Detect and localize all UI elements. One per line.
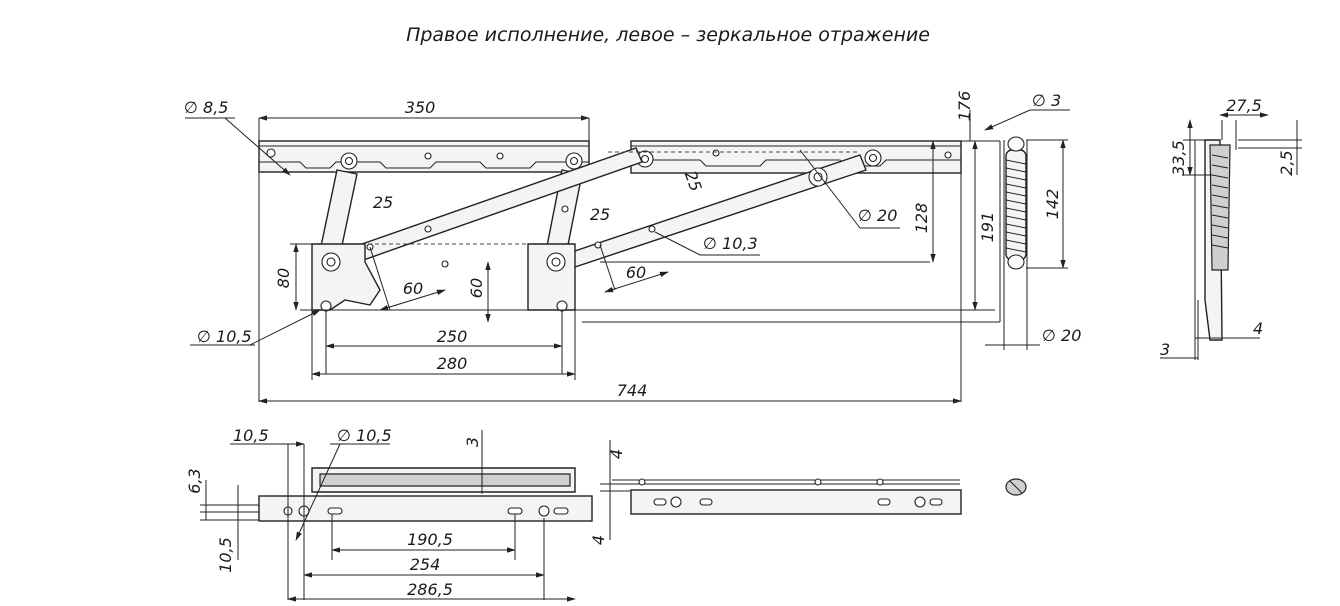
dim-6-3: 6,3 (185, 468, 204, 493)
dim-3-bottom: 3 (463, 437, 482, 447)
drawing-title: Правое исполнение, левое – зеркальное от… (406, 24, 930, 46)
dim-60-left: 60 (403, 279, 423, 298)
dim-10-5-vert: 10,5 (216, 537, 235, 573)
dim-350: 350 (405, 98, 436, 117)
dim-60-vert: 60 (467, 278, 486, 298)
dim-254: 254 (410, 555, 441, 574)
dim-3-side: 3 (1160, 340, 1170, 359)
dim-d-10-5-bottom: ∅ 10,5 (337, 426, 392, 445)
dim-191: 191 (978, 212, 997, 243)
dim-280: 280 (437, 354, 468, 373)
dim-128: 128 (912, 203, 931, 234)
dim-4-side: 4 (1253, 319, 1263, 338)
dim-d-20-mid: ∅ 20 (858, 206, 897, 225)
dimension-labels: ∅ 8,5 350 176 ∅ 3 27,5 33,5 2,5 25 25 25… (184, 91, 1296, 599)
dim-d-3: ∅ 3 (1032, 91, 1061, 110)
dim-10-5-bottom: 10,5 (233, 426, 269, 445)
dim-27-5: 27,5 (1226, 96, 1262, 115)
dim-744: 744 (617, 381, 648, 400)
spring (999, 136, 1068, 350)
bottom-view (200, 444, 1027, 600)
front-view (258, 110, 1000, 402)
dim-d-10-5-top: ∅ 10,5 (197, 327, 252, 346)
dim-33-5: 33,5 (1169, 140, 1188, 176)
dim-80: 80 (274, 268, 293, 288)
dim-176: 176 (955, 91, 974, 122)
dim-d-8-5: ∅ 8,5 (184, 98, 228, 117)
dim-4-bottom: 4 (589, 535, 608, 545)
dim-25-left: 25 (373, 193, 393, 212)
dim-25-mid: 25 (590, 205, 610, 224)
arm-left (319, 169, 358, 256)
dimension-lines (185, 109, 1298, 602)
dim-286-5: 286,5 (407, 580, 453, 599)
dim-250: 250 (437, 327, 468, 346)
dim-142: 142 (1043, 189, 1062, 220)
dim-190-5: 190,5 (407, 530, 453, 549)
dim-d-20-spring: ∅ 20 (1042, 326, 1081, 345)
dim-4-top: 4 (607, 449, 626, 459)
dim-60-right: 60 (626, 263, 646, 282)
dim-2-5: 2,5 (1277, 150, 1296, 175)
side-view (1183, 120, 1302, 360)
dim-d-10-3: ∅ 10,3 (703, 234, 758, 253)
